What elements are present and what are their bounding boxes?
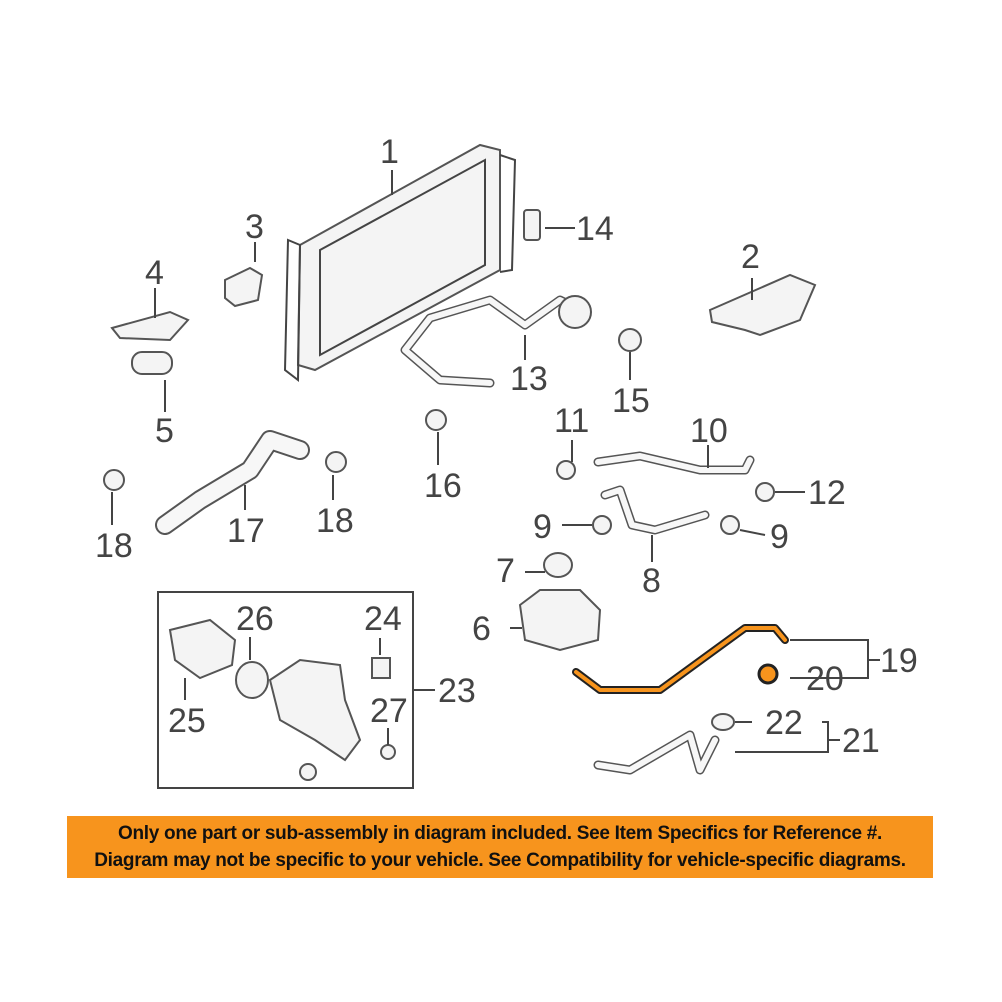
callout-18b: 18 [316, 502, 354, 540]
callout-27: 27 [370, 692, 408, 730]
cap-part-7 [543, 552, 573, 578]
callout-26: 26 [236, 600, 274, 638]
hose-part-19-highlighted [572, 624, 789, 694]
leader-lines [111, 170, 880, 753]
callout-22: 22 [765, 704, 803, 742]
callout-25: 25 [168, 702, 206, 740]
seal-part-4 [110, 310, 190, 342]
callout-7: 7 [496, 552, 515, 590]
callout-13: 13 [510, 360, 548, 398]
callout-17: 17 [227, 512, 265, 550]
hose-part-13 [400, 295, 592, 388]
hose-part-17 [155, 430, 310, 535]
clamp-part-12 [755, 482, 775, 502]
callout-11: 11 [554, 402, 589, 440]
plug [299, 763, 317, 781]
housing-part-25 [168, 618, 237, 680]
clamp-part-18b [325, 451, 347, 473]
callout-20: 20 [806, 660, 844, 698]
clamp-part-9a [592, 515, 612, 535]
callout-14: 14 [576, 210, 614, 248]
hose-part-8 [600, 485, 710, 535]
callout-4: 4 [145, 254, 164, 292]
callout-2: 2 [741, 238, 760, 276]
callout-16: 16 [424, 467, 462, 505]
callout-9a: 9 [533, 508, 552, 546]
callout-23: 23 [438, 672, 476, 710]
bracket-part-3 [224, 266, 264, 308]
hose-part-21 [593, 730, 720, 775]
bracket-part-2 [708, 273, 817, 337]
thermostat-housing [268, 658, 362, 762]
disclaimer-banner: Only one part or sub-assembly in diagram… [67, 816, 933, 878]
radiator-part-1 [283, 143, 517, 383]
clamp-part-20 [757, 663, 779, 685]
callout-5: 5 [155, 412, 174, 450]
callout-1: 1 [380, 133, 399, 171]
clamp-part-11 [556, 460, 576, 480]
bolt-part-27 [380, 744, 396, 760]
callout-18a: 18 [95, 527, 133, 565]
clamp-part-16 [425, 409, 447, 431]
sensor-part-24 [371, 657, 391, 679]
clamp-part-15 [618, 328, 642, 352]
callout-6: 6 [472, 610, 491, 648]
callout-21: 21 [842, 722, 880, 760]
callout-9b: 9 [770, 518, 789, 556]
banner-line-2: Diagram may not be specific to your vehi… [94, 850, 906, 871]
callout-3: 3 [245, 208, 264, 246]
gasket-part-26 [235, 661, 269, 699]
callout-19: 19 [880, 642, 918, 680]
callout-10: 10 [690, 412, 728, 450]
callout-24: 24 [364, 600, 402, 638]
callout-8: 8 [642, 562, 661, 600]
bracket-part-14 [523, 209, 541, 241]
callout-15: 15 [612, 382, 650, 420]
callout-12: 12 [808, 474, 846, 512]
clamp-part-9b [720, 515, 740, 535]
clamp-part-18a [103, 469, 125, 491]
seal-part-5 [131, 351, 173, 375]
hose-part-10 [593, 451, 755, 475]
reservoir-part-6 [518, 589, 602, 652]
clamp-part-22 [711, 713, 735, 731]
banner-line-1: Only one part or sub-assembly in diagram… [118, 823, 882, 844]
